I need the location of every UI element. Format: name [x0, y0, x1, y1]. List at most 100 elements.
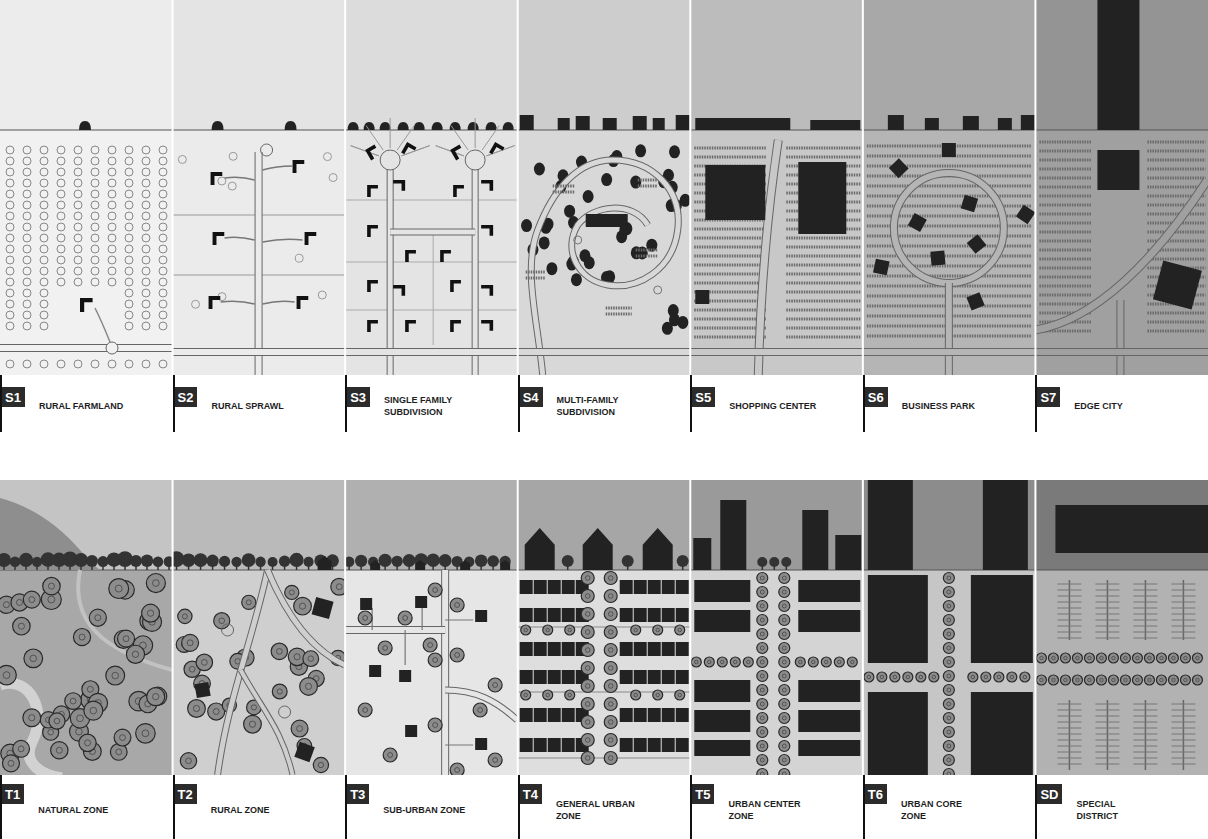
- illustration-shape: [546, 262, 557, 275]
- illustration-shape: [947, 730, 951, 734]
- illustration-shape: [548, 608, 561, 622]
- illustration-shape: [669, 145, 680, 158]
- illustration-shape: [1132, 653, 1142, 663]
- illustration-shape: [475, 118, 476, 148]
- illustration-shape: [272, 684, 287, 699]
- illustration-shape: [486, 122, 497, 130]
- illustration-shape: [1095, 632, 1119, 633]
- zone-name: URBAN CORE ZONE: [901, 798, 983, 822]
- illustration-shape: [74, 179, 82, 187]
- illustration-shape: [1039, 186, 1091, 189]
- illustration-shape: [442, 570, 448, 775]
- illustration-shape: [159, 179, 167, 187]
- illustration-shape: [676, 738, 689, 752]
- illustration-shape: [365, 145, 380, 161]
- illustration-shape: [581, 734, 594, 747]
- illustration-shape: [782, 758, 786, 762]
- illustration-shape: [743, 657, 753, 667]
- illustration-shape: [581, 716, 594, 729]
- illustration-shape: [757, 755, 768, 766]
- illustration-shape: [142, 179, 150, 187]
- illustration-shape: [229, 152, 237, 160]
- illustration-shape: [441, 570, 449, 775]
- illustration-shape: [1039, 159, 1091, 162]
- illustration-shape: [1171, 620, 1195, 621]
- illustration-shape: [74, 190, 82, 198]
- illustration-shape: [947, 660, 951, 664]
- illustration-shape: [760, 590, 764, 594]
- illustration-shape: [1116, 300, 1124, 375]
- illustration-shape: [300, 678, 318, 696]
- illustration-shape: [689, 480, 691, 775]
- illustration-shape: [256, 152, 262, 375]
- illustration-shape: [472, 168, 479, 375]
- illustration-shape: [1133, 764, 1157, 765]
- illustration-shape: [1035, 0, 1208, 130]
- illustration-shape: [142, 360, 150, 368]
- illustration-shape: [1100, 678, 1104, 682]
- illustration-shape: [1057, 590, 1081, 591]
- zone-name: RURAL ZONE: [211, 804, 293, 816]
- illustration-shape: [23, 322, 31, 330]
- illustration-shape: [620, 642, 633, 656]
- illustration-shape: [345, 200, 518, 345]
- illustration-shape: [493, 683, 498, 688]
- illustration-shape: [821, 657, 831, 667]
- illustration-shape: [1147, 312, 1205, 315]
- illustration-shape: [1095, 758, 1119, 759]
- zone-code: S3: [347, 387, 370, 407]
- illustration-shape: [433, 658, 438, 663]
- illustration-shape: [943, 741, 954, 752]
- illustration-shape: [108, 157, 116, 165]
- illustration-shape: [6, 267, 14, 275]
- illustration-shape: [125, 234, 133, 242]
- illustration-shape: [1095, 740, 1119, 741]
- illustration-shape: [182, 634, 199, 651]
- illustration-shape: [228, 182, 236, 190]
- illustration-shape: [1072, 675, 1082, 685]
- illustration-shape: [0, 665, 16, 685]
- illustration-shape: [367, 225, 378, 237]
- illustration-shape: [604, 590, 617, 603]
- illustration-shape: [305, 232, 317, 245]
- illustration-shape: [318, 291, 326, 299]
- illustration-shape: [581, 662, 594, 675]
- illustration-shape: [358, 611, 372, 625]
- illustration-shape: [415, 596, 427, 608]
- illustration-shape: [74, 256, 82, 264]
- illustration-shape: [704, 657, 714, 667]
- illustration-shape: [277, 689, 282, 694]
- illustration-shape: [450, 145, 465, 161]
- illustration-shape: [585, 684, 590, 689]
- illustration-shape: [947, 590, 951, 594]
- illustration-shape: [57, 201, 65, 209]
- illustration-shape: [656, 628, 660, 632]
- illustration-shape: [1039, 285, 1091, 288]
- illustration-shape: [943, 601, 954, 612]
- illustration-shape: [57, 256, 65, 264]
- illustration-shape: [344, 480, 346, 775]
- illustration-shape: [867, 675, 871, 679]
- illustration-shape: [947, 576, 951, 580]
- illustration-shape: [604, 698, 617, 711]
- illustration-shape: [576, 116, 590, 130]
- illustration-shape: [57, 146, 65, 154]
- illustration-shape: [147, 688, 165, 706]
- illustration-shape: [312, 597, 334, 619]
- illustration-shape: [867, 275, 1032, 278]
- illustration-shape: [1064, 656, 1068, 660]
- illustration-shape: [1072, 653, 1082, 663]
- illustration-shape: [295, 254, 303, 262]
- illustration-shape: [760, 688, 764, 692]
- illustration-shape: [1057, 734, 1081, 735]
- illustration-shape: [851, 660, 855, 664]
- illustration-shape: [630, 176, 641, 189]
- illustration-shape: [40, 212, 48, 220]
- illustration-shape: [694, 228, 766, 231]
- illustration-shape: [947, 632, 951, 636]
- zone-label-strip: S3SINGLE FAMILY SUBDIVISION: [345, 375, 518, 432]
- illustration-shape: [1060, 653, 1070, 663]
- illustration-shape: [54, 718, 60, 724]
- illustration-shape: [0, 498, 100, 570]
- illustration-shape: [23, 709, 41, 727]
